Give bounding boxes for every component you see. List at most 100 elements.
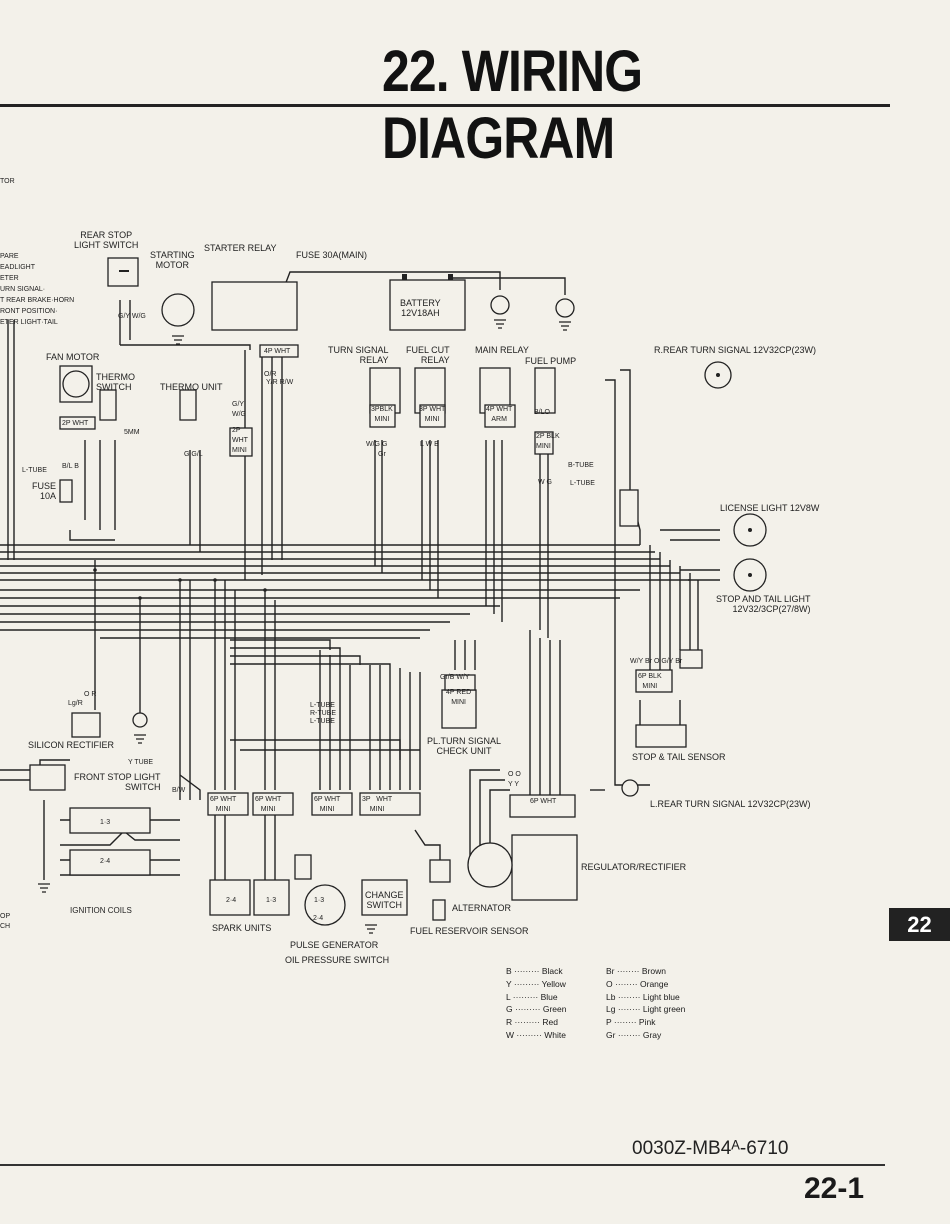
connector-label: 1·3 — [100, 819, 111, 826]
pl-turn-signal-check-unit-label: PL.TURN SIGNAL CHECK UNIT — [427, 736, 502, 756]
wire-code: B/W — [172, 787, 186, 794]
page-number: 22-1 — [804, 1172, 865, 1205]
change-switch-label: CHANGE SWITCH — [365, 890, 404, 910]
legend-row: Gr ········ Gray — [606, 1029, 662, 1040]
part-number: 0030Z-MB4ᴬ-6710 — [632, 1138, 789, 1159]
edge-label: EADLIGHT — [0, 264, 36, 271]
title-rule — [0, 104, 890, 107]
edge-label: RONT POSITION· — [0, 308, 58, 315]
stop-tail-sensor-label: STOP & TAIL SENSOR — [632, 752, 726, 762]
rear-stop-light-switch-label: REAR STOP LIGHT SWITCH — [74, 230, 139, 250]
legend-row: L ········· Blue — [506, 991, 558, 1002]
front-stop-light-switch-label: FRONT STOP LIGHT SWITCH — [74, 772, 161, 792]
wire-code: L W B — [420, 441, 439, 448]
wire-code: W/Y Br O G/Y Br — [630, 658, 683, 665]
connector-label: Y TUBE — [128, 759, 154, 766]
wire-code: G/Y W/G — [232, 401, 246, 418]
stop-tail-light-label: STOP AND TAIL LIGHT 12V32/3CP(27/8W) — [716, 594, 811, 614]
wire-code: Gr — [378, 451, 386, 458]
connector-label: 4P RED MINI — [446, 689, 472, 706]
wire-code: W/G G — [366, 441, 388, 448]
edge-label: ETER — [0, 275, 19, 282]
connector-label: 1·3 — [314, 897, 325, 904]
fuel-cut-relay-label: FUEL CUT RELAY — [406, 345, 450, 365]
connector-label: 6P WHT MINI — [255, 796, 282, 813]
edge-label: ETER LIGHT·TAIL — [0, 319, 58, 326]
connector-label: 1·3 — [266, 897, 277, 904]
edge-label: T REAR BRAKE·HORN — [0, 297, 75, 304]
connector-label: 5MM — [124, 429, 140, 436]
connector-label: 2·4 — [100, 858, 111, 865]
wire-code: Lg/R — [68, 700, 83, 707]
legend-row: Lg ········ Light green — [606, 1004, 686, 1015]
legend-row: O ········ Orange — [606, 978, 669, 989]
fuse-main-label: FUSE 30A(MAIN) — [296, 250, 368, 260]
fuel-reservoir-sensor-label: FUEL RESERVOIR SENSOR — [410, 926, 529, 936]
legend-row: Lb ········ Light blue — [606, 991, 680, 1002]
thermo-unit-label: THERMO UNIT — [160, 382, 223, 392]
license-light-label: LICENSE LIGHT 12V8W — [720, 503, 820, 513]
r-rear-turn-signal-label: R.REAR TURN SIGNAL 12V32CP(23W) — [654, 345, 817, 355]
connector-label: 4P WHT — [264, 348, 291, 355]
edge-label: OP — [0, 913, 11, 920]
connector-label: 2P BLK MINI — [536, 433, 560, 450]
color-legend-right: Br ········ Brown O ········ Orange Lb ·… — [606, 965, 685, 1042]
legend-row: R ········· Red — [506, 1017, 558, 1028]
edge-label: CH — [0, 923, 11, 930]
wire-code: Y/R R/W — [266, 379, 294, 386]
connector-label: B-TUBE — [568, 462, 594, 469]
starter-relay-label: STARTER RELAY — [204, 243, 277, 253]
l-rear-turn-signal-label: L.REAR TURN SIGNAL 12V32CP(23W) — [650, 799, 811, 809]
fuse-10a-label: FUSE 10A — [32, 481, 57, 501]
connector-label: L-TUBE — [22, 467, 47, 474]
connector-label: L-TUBE — [570, 480, 595, 487]
wire-code: W G — [538, 479, 552, 486]
connector-label: L-TUBE R-TUBE L-TUBE — [310, 702, 337, 725]
connector-label: 6P WHT — [530, 798, 557, 805]
wire-code: O O Y Y — [508, 771, 521, 788]
legend-row: Y ········· Yellow — [506, 978, 566, 989]
battery-label: BATTERY 12V18AH — [400, 298, 441, 318]
edge-label: URN SIGNAL· — [0, 286, 46, 293]
connector-label: 2P WHT MINI — [232, 427, 248, 454]
wire-code: B/LO — [534, 409, 550, 416]
connector-label: 2·4 — [226, 897, 237, 904]
fuel-pump-label: FUEL PUMP — [525, 356, 577, 366]
regulator-rectifier-label: REGULATOR/RECTIFIER — [581, 862, 687, 872]
turn-signal-relay-label: TURN SIGNAL RELAY — [328, 345, 389, 365]
connector-label: 2P WHT — [62, 420, 89, 427]
wire-code: G/Y W/G — [118, 313, 146, 320]
starting-motor-label: STARTING MOTOR — [150, 250, 195, 270]
legend-row: P ········ Pink — [606, 1017, 656, 1028]
color-legend-left: B ········· Black Y ········· Yellow L ·… — [506, 965, 566, 1042]
connector-label: 6P WHT MINI — [314, 796, 341, 813]
wire-code: B/L B — [62, 463, 79, 470]
wire-code: G G/L — [184, 451, 203, 458]
section-tab: 22 — [889, 908, 950, 941]
pulse-generator-label: PULSE GENERATOR — [290, 940, 379, 950]
wire-code: Gr/B W/Y — [440, 674, 470, 681]
main-relay-label: MAIN RELAY — [475, 345, 529, 355]
footer-rule — [0, 1164, 885, 1166]
wire-code: O/R — [264, 371, 277, 378]
alternator-label: ALTERNATOR — [452, 903, 512, 913]
connector-label: 3PBLK MINI — [371, 406, 393, 423]
page-title: 22. WIRING DIAGRAM — [382, 39, 643, 171]
edge-label: TOR — [0, 178, 15, 185]
edge-label: PARE — [0, 253, 19, 260]
legend-row: B ········· Black — [506, 966, 563, 976]
connector-label: 2·4 — [313, 915, 324, 922]
legend-row: Br ········ Brown — [606, 966, 666, 976]
connector-label: 3P WHT MINI — [419, 406, 446, 423]
fan-motor-label: FAN MOTOR — [46, 352, 100, 362]
oil-pressure-switch-label: OIL PRESSURE SWITCH — [285, 955, 390, 965]
thermo-switch-label: THERMO SWITCH — [96, 372, 135, 392]
silicon-rectifier-label: SILICON RECTIFIER — [28, 740, 115, 750]
connector-label: 6P WHT MINI — [210, 796, 237, 813]
connector-label: 3P WHT MINI — [362, 796, 393, 813]
connector-label: 6P BLK MINI — [638, 673, 662, 690]
spark-units-label: SPARK UNITS — [212, 923, 272, 933]
legend-row: W ········· White — [506, 1029, 566, 1040]
wire-code: O R — [84, 691, 97, 698]
connector-label: 4P WHT ARM — [486, 406, 513, 423]
